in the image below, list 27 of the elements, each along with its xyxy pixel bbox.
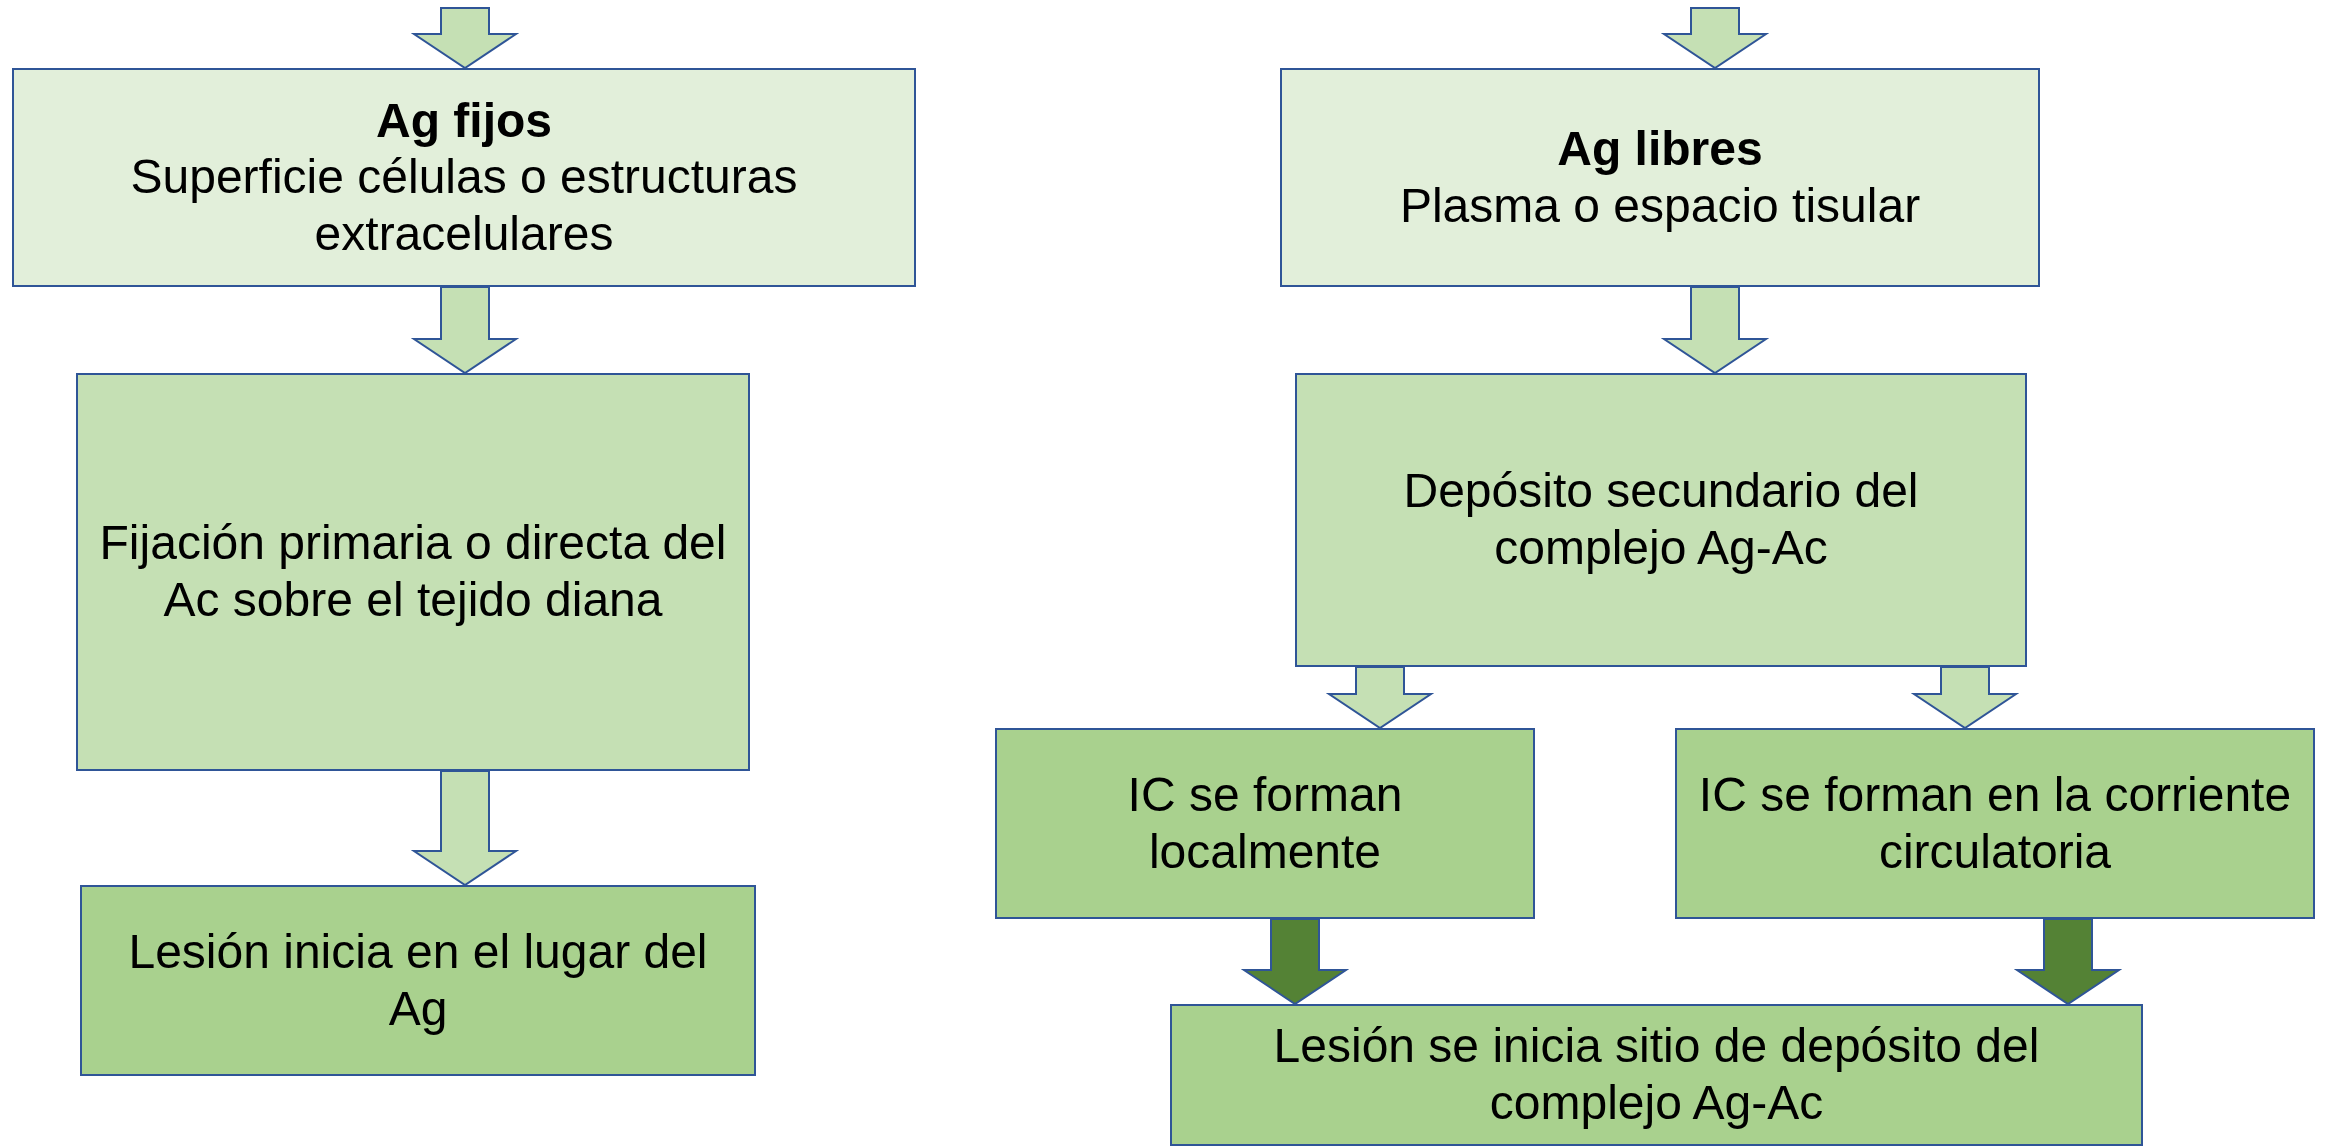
process-box bbox=[76, 373, 750, 771]
box-heading: Ag libres bbox=[1557, 120, 1763, 177]
box-text: Lesión se inicia sitio de depósito del complejo Ag-Ac bbox=[1272, 1018, 2041, 1131]
block-arrow bbox=[1660, 7, 1770, 70]
process-box bbox=[1170, 1004, 2143, 1146]
block-arrow bbox=[1240, 918, 1350, 1006]
process-box bbox=[1295, 373, 2027, 667]
block-arrow bbox=[1910, 666, 2020, 730]
box-text: Lesión inicia en el lugar del Ag bbox=[127, 923, 709, 1037]
block-arrow bbox=[410, 7, 520, 70]
box-heading: Ag fijos bbox=[376, 92, 552, 149]
box-text: IC se forman localmente bbox=[1126, 766, 1404, 880]
box-text: Superficie células o estructuras extracelulares bbox=[129, 149, 799, 262]
process-box bbox=[995, 728, 1535, 919]
process-box bbox=[1280, 68, 2040, 287]
process-box bbox=[80, 885, 756, 1076]
block-arrow bbox=[1660, 286, 1770, 375]
process-box bbox=[1675, 728, 2315, 919]
box-text: Fijación primaria o directa del Ac sobre el tejido diana bbox=[98, 515, 728, 628]
box-text: Depósito secundario del complejo Ag-Ac bbox=[1402, 463, 1920, 576]
process-box bbox=[12, 68, 916, 287]
block-arrow bbox=[2013, 918, 2123, 1006]
box-text: Plasma o espacio tisular bbox=[1399, 177, 1921, 234]
block-arrow bbox=[410, 286, 520, 375]
block-arrow bbox=[1325, 666, 1435, 730]
box-text: IC se forman en la corriente circulatoria bbox=[1697, 766, 2293, 880]
block-arrow bbox=[410, 770, 520, 887]
